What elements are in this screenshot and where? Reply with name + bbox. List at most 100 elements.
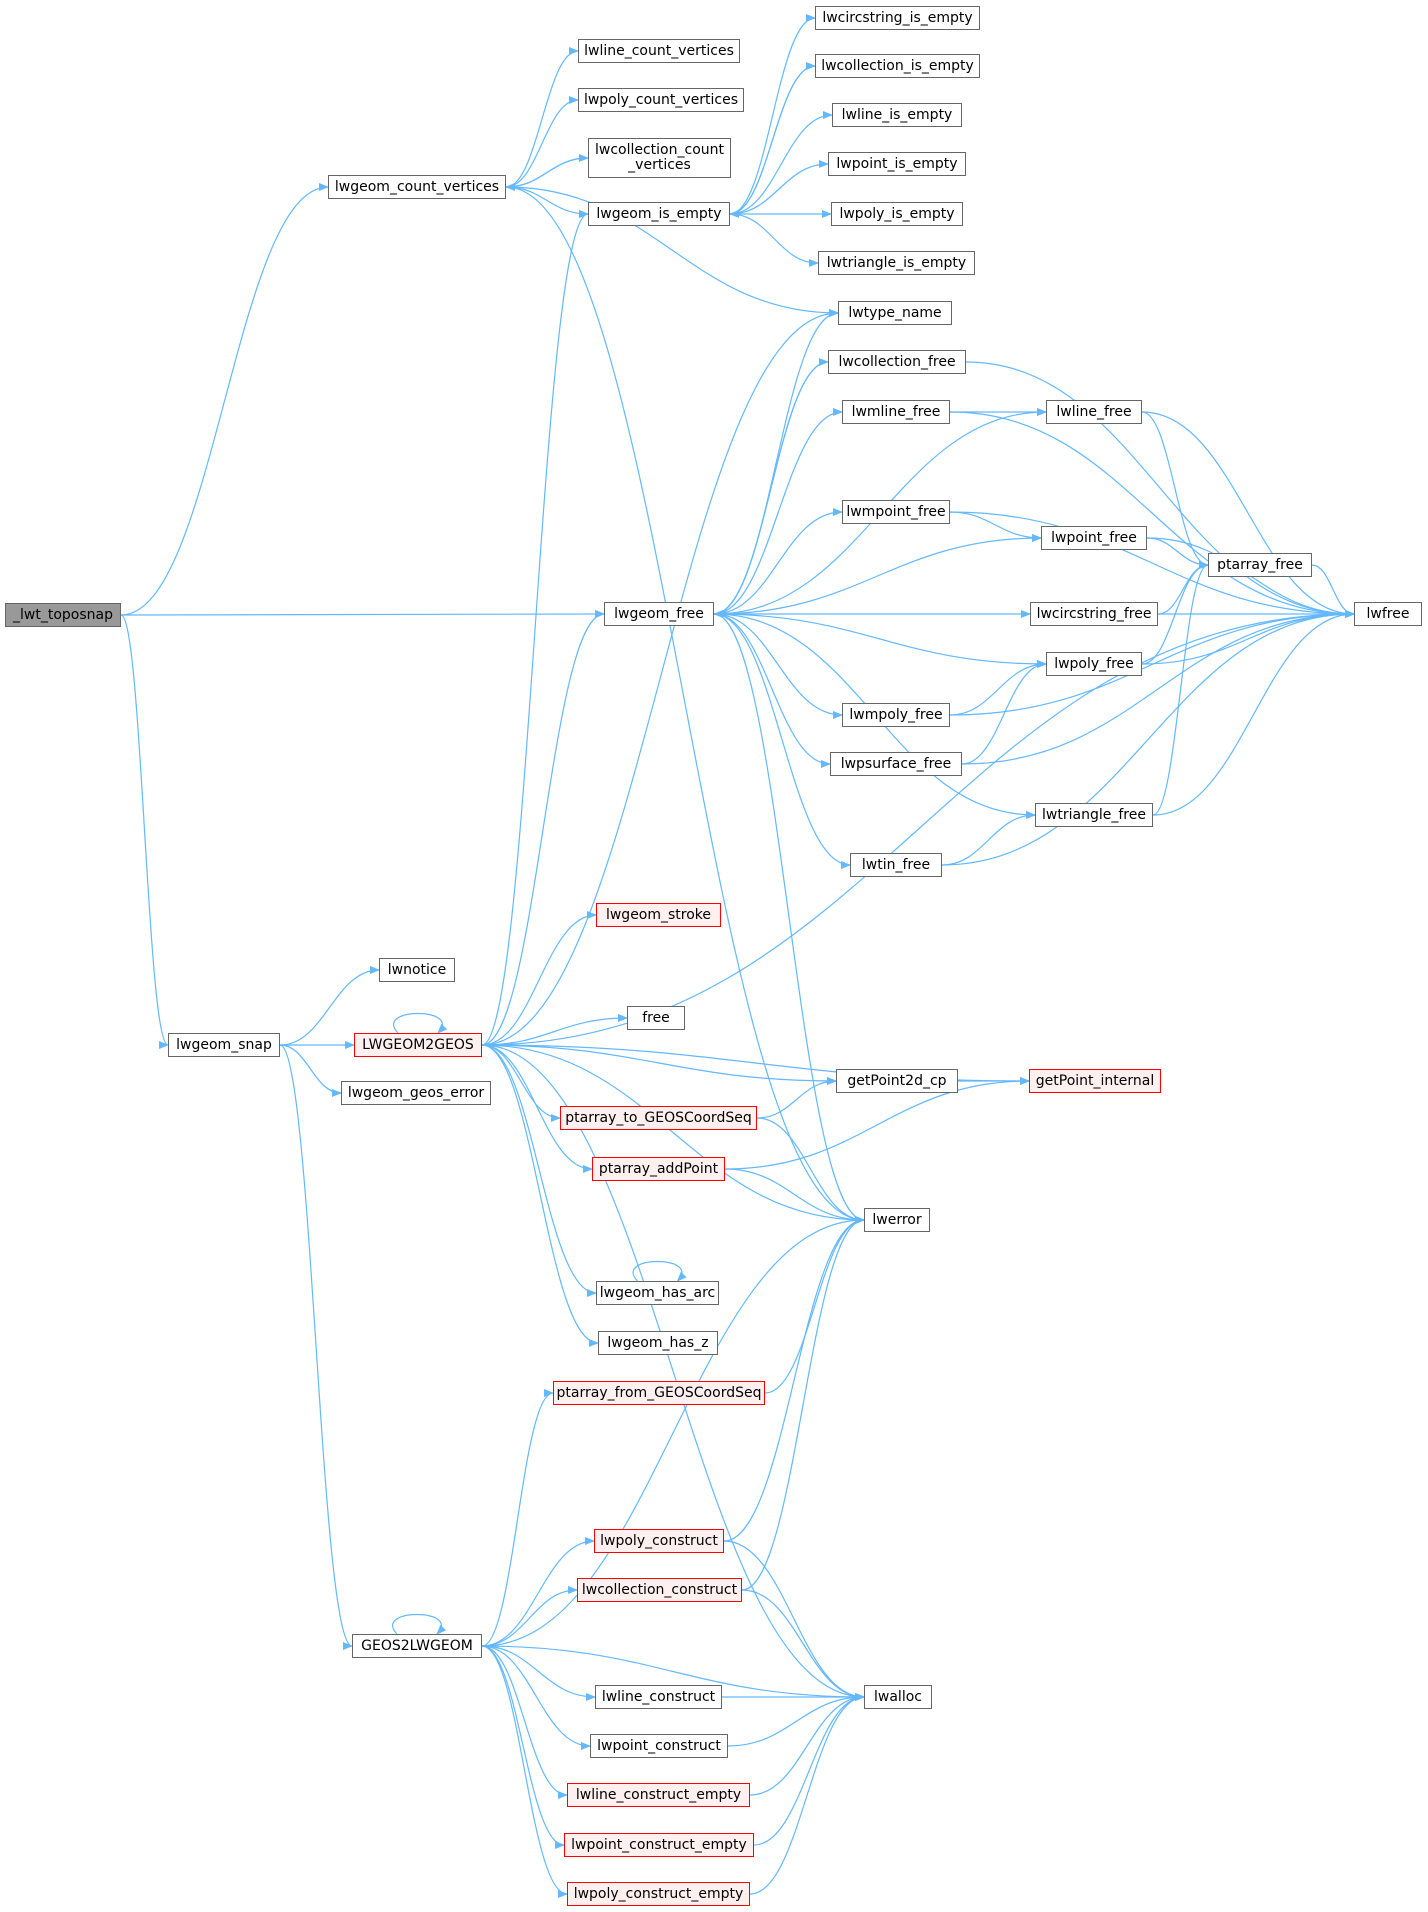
node-ptarray-to-geoscoordseq[interactable]: ptarray_to_GEOSCoordSeq (560, 1106, 757, 1130)
node-lwline-free[interactable]: lwline_free (1046, 400, 1142, 424)
node-lwmline-free[interactable]: lwmline_free (842, 400, 950, 424)
edge-lwpoint-construct-to-lwalloc (727, 1693, 865, 1747)
edge-lwcollection-is-empty-to-lwgeom-is-empty (729, 65, 816, 218)
node-lwmpoint-free[interactable]: lwmpoint_free (842, 500, 950, 524)
edge-geos2lwgeom-to-lwpoly-construct (481, 1537, 595, 1647)
node-lwgeom-has-arc[interactable]: lwgeom_has_arc (596, 1281, 719, 1305)
edge-lwgeom-free-to-lwmpoint-free (713, 508, 843, 615)
node-lwpoint-construct[interactable]: lwpoint_construct (590, 1734, 728, 1758)
node-lwtype-name[interactable]: lwtype_name (838, 301, 952, 325)
node-lwcollection-is-empty[interactable]: lwcollection_is_empty (815, 54, 980, 78)
node-lwgeom-snap[interactable]: lwgeom_snap (168, 1033, 280, 1057)
node-lwgeom-count-vertices[interactable]: lwgeom_count_vertices (328, 175, 506, 199)
edge-lwt-toposnap-to-lwgeom-count-vertices (120, 183, 329, 616)
edge-lwgeom2geos-to-lwgeom-free (481, 610, 605, 1046)
edge-lwcollection-construct-to-lwerror (741, 1216, 865, 1591)
node-lwcollection-count-vertices[interactable]: lwcollection_count _vertices (588, 138, 731, 178)
node-lwtin-free[interactable]: lwtin_free (850, 853, 942, 877)
edge-lwmpoint-free-to-lwfree (949, 511, 1355, 618)
edge-lwgeom-free-to-lwpoly-free (713, 613, 1047, 668)
edge-lwgeom-count-vertices-to-lwerror (505, 186, 865, 1224)
node-lwpoly-free[interactable]: lwpoly_free (1046, 652, 1142, 676)
node-lwgeom-free[interactable]: lwgeom_free (604, 602, 714, 626)
edge-lwpsurface-free-to-lwfree (961, 610, 1355, 765)
edge-lwgeom2geos-to-lwgeom-has-arc (481, 1044, 597, 1297)
node-getpoint-internal[interactable]: getPoint_internal (1029, 1069, 1161, 1093)
node-lwline-construct-empty[interactable]: lwline_construct_empty (567, 1783, 750, 1807)
node-lwcollection-free[interactable]: lwcollection_free (828, 350, 966, 374)
node-lwcollection-construct[interactable]: lwcollection_construct (577, 1578, 742, 1602)
edge-geos2lwgeom-to-lwerror (481, 1216, 865, 1647)
edge-geos2lwgeom-to-lwpoint-construct-empty (481, 1645, 565, 1849)
node-lwfree[interactable]: lwfree (1354, 602, 1422, 626)
edge-ptarray-to-geoscoordseq-to-lwerror (756, 1117, 865, 1224)
node-ptarray-from-geoscoordseq[interactable]: ptarray_from_GEOSCoordSeq (553, 1381, 765, 1405)
node-lwcircstring-is-empty[interactable]: lwcircstring_is_empty (815, 6, 980, 30)
edge-lwgeom-free-to-lwmpoly-free (713, 613, 843, 719)
edge-lwgeom2geos-to-lwgeom-stroke (481, 911, 597, 1046)
node-lwtriangle-is-empty[interactable]: lwtriangle_is_empty (818, 251, 975, 275)
edge-lwgeom2geos-to-ptarray-addpoint (481, 1044, 593, 1173)
edge-lwpoly-construct-empty-to-lwalloc (749, 1693, 865, 1895)
edge-lwmpoint-free-to-lwpoint-free (949, 511, 1042, 542)
node-lwpoly-count-vertices[interactable]: lwpoly_count_vertices (578, 88, 744, 112)
edge-geos2lwgeom-to-lwpoint-construct (481, 1645, 591, 1750)
node-lwgeom-has-z[interactable]: lwgeom_has_z (598, 1331, 718, 1355)
edge-geos2lwgeom-to-lwline-construct-empty (481, 1645, 568, 1799)
node-lwgeom-geos-error[interactable]: lwgeom_geos_error (341, 1081, 491, 1105)
edge-geos2lwgeom-to-lwalloc (481, 1645, 865, 1701)
node-lwpoly-is-empty[interactable]: lwpoly_is_empty (831, 202, 963, 226)
edge-lwcollection-count-vertices-to-lwgeom-count-vertices (505, 157, 589, 191)
node-lwgeom-stroke[interactable]: lwgeom_stroke (596, 903, 721, 927)
edge-lwline-free-to-ptarray-free (1141, 411, 1209, 569)
node-free[interactable]: free (627, 1006, 685, 1030)
node-lwcircstring-free[interactable]: lwcircstring_free (1030, 602, 1158, 626)
edge-lwgeom-snap-to-lwgeom-geos-error (279, 1044, 342, 1097)
node-lwpsurface-free[interactable]: lwpsurface_free (830, 752, 962, 776)
node-ptarray-free[interactable]: ptarray_free (1208, 553, 1312, 577)
node-lwgeom2geos[interactable]: LWGEOM2GEOS (354, 1033, 482, 1057)
edge-lwpoint-construct-empty-to-lwalloc (753, 1693, 865, 1846)
edge-lwgeom-free-to-lwerror (713, 613, 865, 1224)
node-lwline-is-empty[interactable]: lwline_is_empty (832, 103, 962, 127)
edge-lwgeom-count-vertices-to-lwtype-name (505, 186, 839, 317)
node-lwmpoly-free[interactable]: lwmpoly_free (842, 703, 950, 727)
edge-lwt-toposnap-to-lwgeom-snap (120, 614, 169, 1049)
edge-lwtriangle-free-to-lwfree (1152, 610, 1355, 816)
edge-geos2lwgeom-to-ptarray-from-geoscoordseq (481, 1389, 554, 1647)
edge-lwgeom-free-to-lwpsurface-free (713, 613, 831, 768)
node-lwline-count-vertices[interactable]: lwline_count_vertices (578, 39, 740, 63)
node-lwpoint-free[interactable]: lwpoint_free (1041, 526, 1147, 550)
edge-geos2lwgeom-to-geos2lwgeom (392, 1614, 447, 1635)
edge-lwcollection-free-to-lwfree (965, 361, 1355, 618)
node-getpoint2d-cp[interactable]: getPoint2d_cp (836, 1069, 958, 1093)
node-lwalloc[interactable]: lwalloc (864, 1685, 932, 1709)
edge-lwt-toposnap-to-lwgeom-free (120, 610, 605, 619)
edge-lwpoly-construct-to-lwerror (723, 1216, 865, 1542)
node-lwerror[interactable]: lwerror (864, 1208, 930, 1232)
edge-lwgeom-has-arc-to-lwgeom-has-arc (632, 1261, 687, 1282)
node-lwpoint-is-empty[interactable]: lwpoint_is_empty (828, 152, 966, 176)
edge-lwgeom2geos-to-lwerror (481, 1044, 865, 1224)
node-ptarray-addpoint[interactable]: ptarray_addPoint (592, 1157, 725, 1181)
node-lwpoly-construct-empty[interactable]: lwpoly_construct_empty (567, 1882, 750, 1906)
node-geos2lwgeom[interactable]: GEOS2LWGEOM (352, 1634, 482, 1658)
edge-lwline-construct-empty-to-lwalloc (749, 1693, 865, 1796)
edge-lwgeom2geos-to-lwgeom-has-z (481, 1044, 599, 1347)
edge-geos2lwgeom-to-lwpoly-construct-empty (481, 1645, 568, 1898)
edge-ptarray-addpoint-to-getpoint-internal (724, 1077, 1030, 1170)
node-lwline-construct[interactable]: lwline_construct (595, 1685, 722, 1709)
node-lwpoint-construct-empty[interactable]: lwpoint_construct_empty (564, 1833, 754, 1857)
edge-ptarray-addpoint-to-lwerror (724, 1168, 865, 1224)
node-lwtriangle-free[interactable]: lwtriangle_free (1035, 803, 1153, 827)
edge-lwline-free-to-lwfree (1141, 411, 1355, 618)
edge-lwgeom-is-empty-to-lwpoint-is-empty (729, 160, 829, 215)
node-lwt-toposnap: _lwt_toposnap (5, 603, 121, 627)
node-lwgeom-is-empty[interactable]: lwgeom_is_empty (588, 202, 730, 226)
node-lwpoly-construct[interactable]: lwpoly_construct (594, 1529, 724, 1553)
node-lwnotice[interactable]: lwnotice (379, 958, 455, 982)
edge-geos2lwgeom-to-lwline-construct (481, 1645, 596, 1701)
